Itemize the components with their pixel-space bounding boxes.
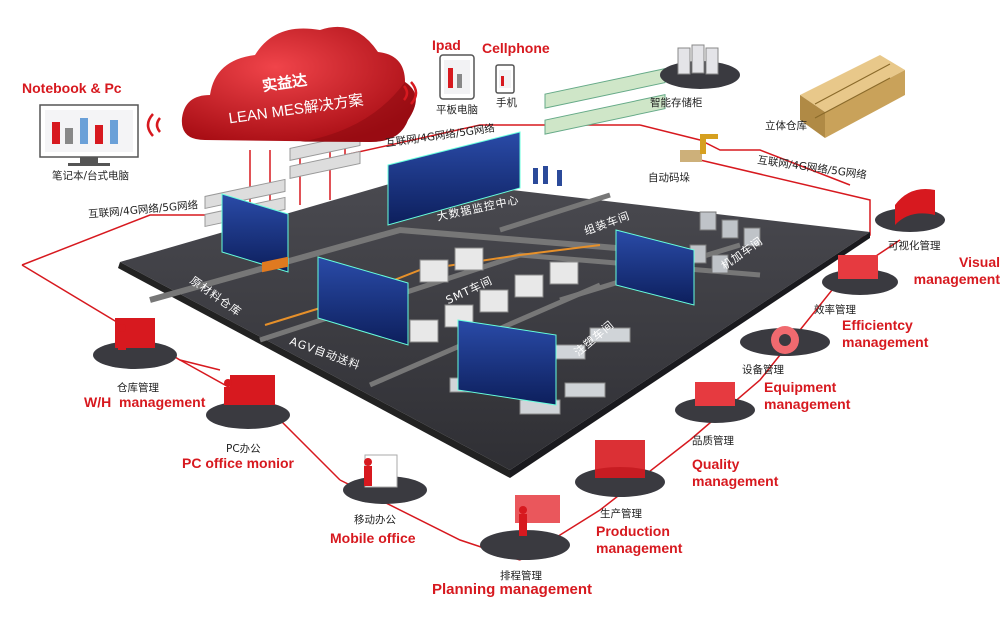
assembly-line [544,68,666,135]
monitor-icon [39,104,139,166]
visual-en-label: Visual management [913,254,1000,287]
agv-cart [262,256,288,273]
quality-mgmt-icon [595,440,645,478]
equipment-cn-label: 设备管理 [742,364,784,376]
production-cn-label: 生产管理 [600,508,642,520]
ipad-cn-label: 平板电脑 [436,104,478,116]
ipad-label: Ipad [432,37,461,53]
warehouse-en-label: W/H management [84,394,206,410]
mobile-cn-label: 移动办公 [354,514,396,526]
pc-office-icon [230,375,275,405]
person-icon [118,324,527,536]
quality-en-label: Quality management [692,456,779,489]
visual-cn-label: 可视化管理 [888,240,941,252]
mobile-en-label: Mobile office [330,530,416,546]
phone-icon [495,64,515,94]
tablet-icon [439,54,475,100]
pcoffice-cn-label: PC办公 [226,443,261,455]
warehouse3d-label: 立体仓库 [765,120,807,132]
efficiency-mgmt-icon [838,255,878,279]
cellphone-label: Cellphone [482,40,550,56]
planning-en-label: Planning management [432,581,593,598]
dashboard-screens [221,131,695,406]
planning-cn-label: 排程管理 [500,570,542,582]
operators [533,166,562,186]
cloud-hub [181,26,416,142]
equipment-en-label: Equipment management [764,379,851,412]
efficiency-cn-label: 效率管理 [814,304,856,316]
visual-mgmt-icon [895,189,935,225]
warehouse-cn-label: 仓库管理 [117,382,159,394]
production-en-label: Production management [596,523,683,556]
notebook-cn-label: 笔记本/台式电脑 [52,170,130,182]
quality-cn-label: 品质管理 [692,435,734,447]
cellphone-cn-label: 手机 [496,97,517,109]
robot-arm-icon [680,134,718,162]
smt-machines [409,247,579,343]
warehouse-rack-icon [800,55,905,138]
smart-cabinet-label: 智能存储柜 [650,97,703,109]
gear-icon [771,326,799,354]
palletizer-label: 自动码垛 [648,172,690,184]
efficiency-en-label: Efficientcy management [842,317,929,350]
machining-machines [689,211,761,274]
module-props [115,189,935,536]
notebook-label: Notebook & Pc [22,80,122,96]
smart-cabinet-icon [660,44,740,89]
wifi-icon [146,81,418,137]
equipment-mgmt-icon [695,382,735,406]
pcoffice-en-label: PC office monior [182,455,295,471]
